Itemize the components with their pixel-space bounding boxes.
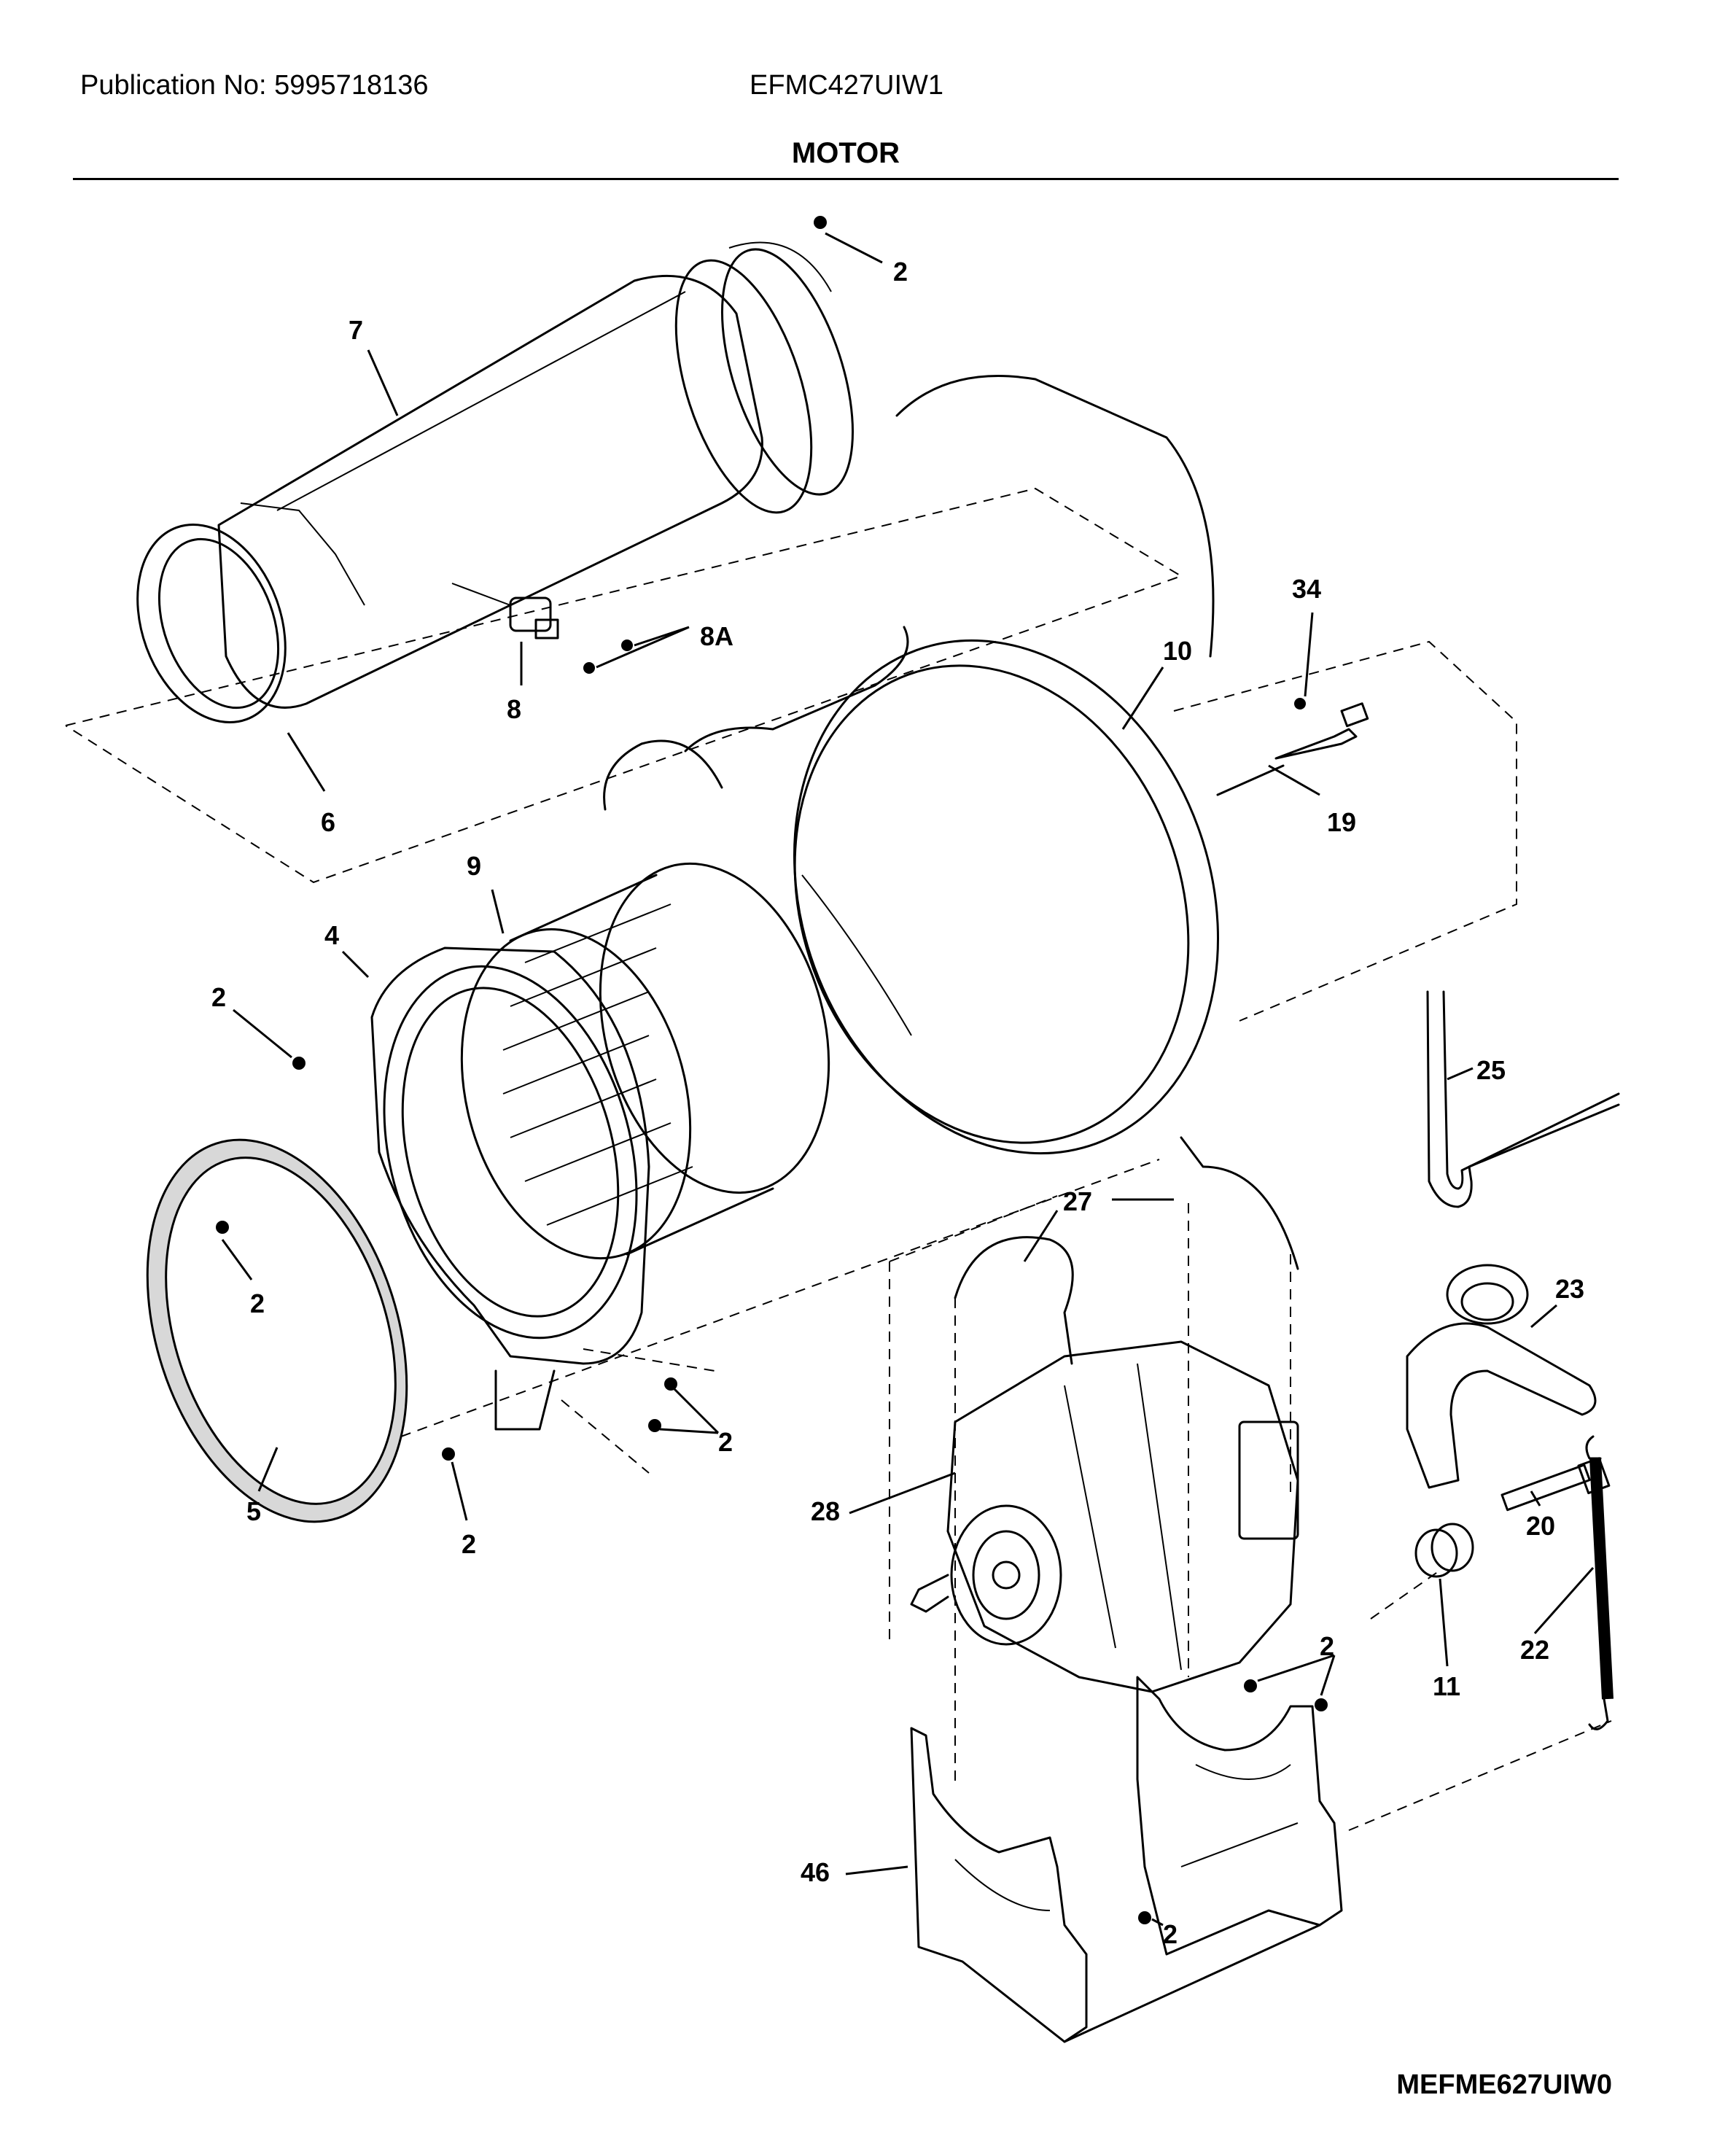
screw-icon xyxy=(814,216,827,229)
seal-ring-part-6 xyxy=(136,523,287,724)
blower-housing-part-10 xyxy=(603,375,1219,1155)
callout-label: 22 xyxy=(1520,1635,1549,1665)
screw-icon xyxy=(442,1447,455,1461)
page-title: MOTOR xyxy=(791,137,900,169)
duct-tube-part-7 xyxy=(217,241,855,709)
callout-label: 8 xyxy=(507,694,521,724)
callout-label: 28 xyxy=(811,1496,840,1526)
callout-label: 20 xyxy=(1526,1511,1555,1541)
callout-label: 8A xyxy=(700,621,733,651)
model-number: EFMC427UIW1 xyxy=(750,70,944,101)
screw-icon xyxy=(216,1221,229,1234)
callout-label: 46 xyxy=(801,1857,830,1887)
callout-label: 9 xyxy=(467,851,481,881)
gasket-part-5 xyxy=(146,1138,408,1523)
callout-label: 5 xyxy=(246,1496,261,1526)
callout-label: 2 xyxy=(250,1288,265,1318)
callout-label: 6 xyxy=(321,807,335,837)
motor-part-28 xyxy=(910,1340,1299,1693)
callout-label: 2 xyxy=(462,1529,476,1559)
screw-icon xyxy=(621,640,633,651)
publication-number: Publication No: 5995718136 xyxy=(80,70,429,101)
callout-label: 2 xyxy=(211,982,226,1012)
callout-label: 2 xyxy=(1320,1631,1334,1661)
callout-label: 11 xyxy=(1433,1671,1460,1701)
callout-label: 23 xyxy=(1555,1274,1584,1304)
header-divider xyxy=(73,178,1619,180)
screw-icons xyxy=(216,216,1328,1924)
blower-wheel-part-9 xyxy=(460,862,830,1260)
screw-icon xyxy=(664,1377,677,1391)
callout-label: 2 xyxy=(718,1427,733,1457)
cradle-bracket-part-46 xyxy=(910,1676,1343,2043)
spring-part-22 xyxy=(1585,1435,1614,1730)
idler-pulley-part-11 xyxy=(1414,1523,1474,1578)
callout-label: 34 xyxy=(1292,574,1321,604)
screw-icon xyxy=(1138,1911,1151,1924)
callout-label: 27 xyxy=(1063,1186,1092,1216)
idler-bracket-part-23 xyxy=(1406,1264,1597,1489)
thermostat-part-8 xyxy=(451,583,559,640)
callout-labels: 2 7 8A 8 6 34 10 19 9 4 2 25 2 2 27 23 5… xyxy=(211,257,1584,1949)
callout-label: 10 xyxy=(1163,636,1192,666)
alignment-guides xyxy=(65,487,1612,1831)
callout-label: 2 xyxy=(893,257,908,287)
front-housing-part-4 xyxy=(370,946,650,1431)
sensor-part-19 xyxy=(1216,702,1369,796)
screw-icon xyxy=(648,1419,661,1432)
strap-part-27 xyxy=(954,1136,1299,1365)
leader-lines xyxy=(221,232,1595,1927)
rod-part-25 xyxy=(1426,990,1620,1208)
callout-label: 2 xyxy=(1163,1919,1178,1949)
callout-label: 25 xyxy=(1476,1055,1506,1085)
screw-icon xyxy=(1244,1679,1257,1692)
screw-icon xyxy=(292,1057,305,1070)
drawing-code: MEFME627UIW0 xyxy=(1396,2069,1612,2100)
callout-label: 19 xyxy=(1327,807,1356,837)
screw-icon xyxy=(1294,698,1306,710)
callout-label: 4 xyxy=(324,920,339,950)
callout-label: 7 xyxy=(349,315,363,345)
screw-icon xyxy=(583,662,595,674)
screw-icon xyxy=(1315,1698,1328,1711)
